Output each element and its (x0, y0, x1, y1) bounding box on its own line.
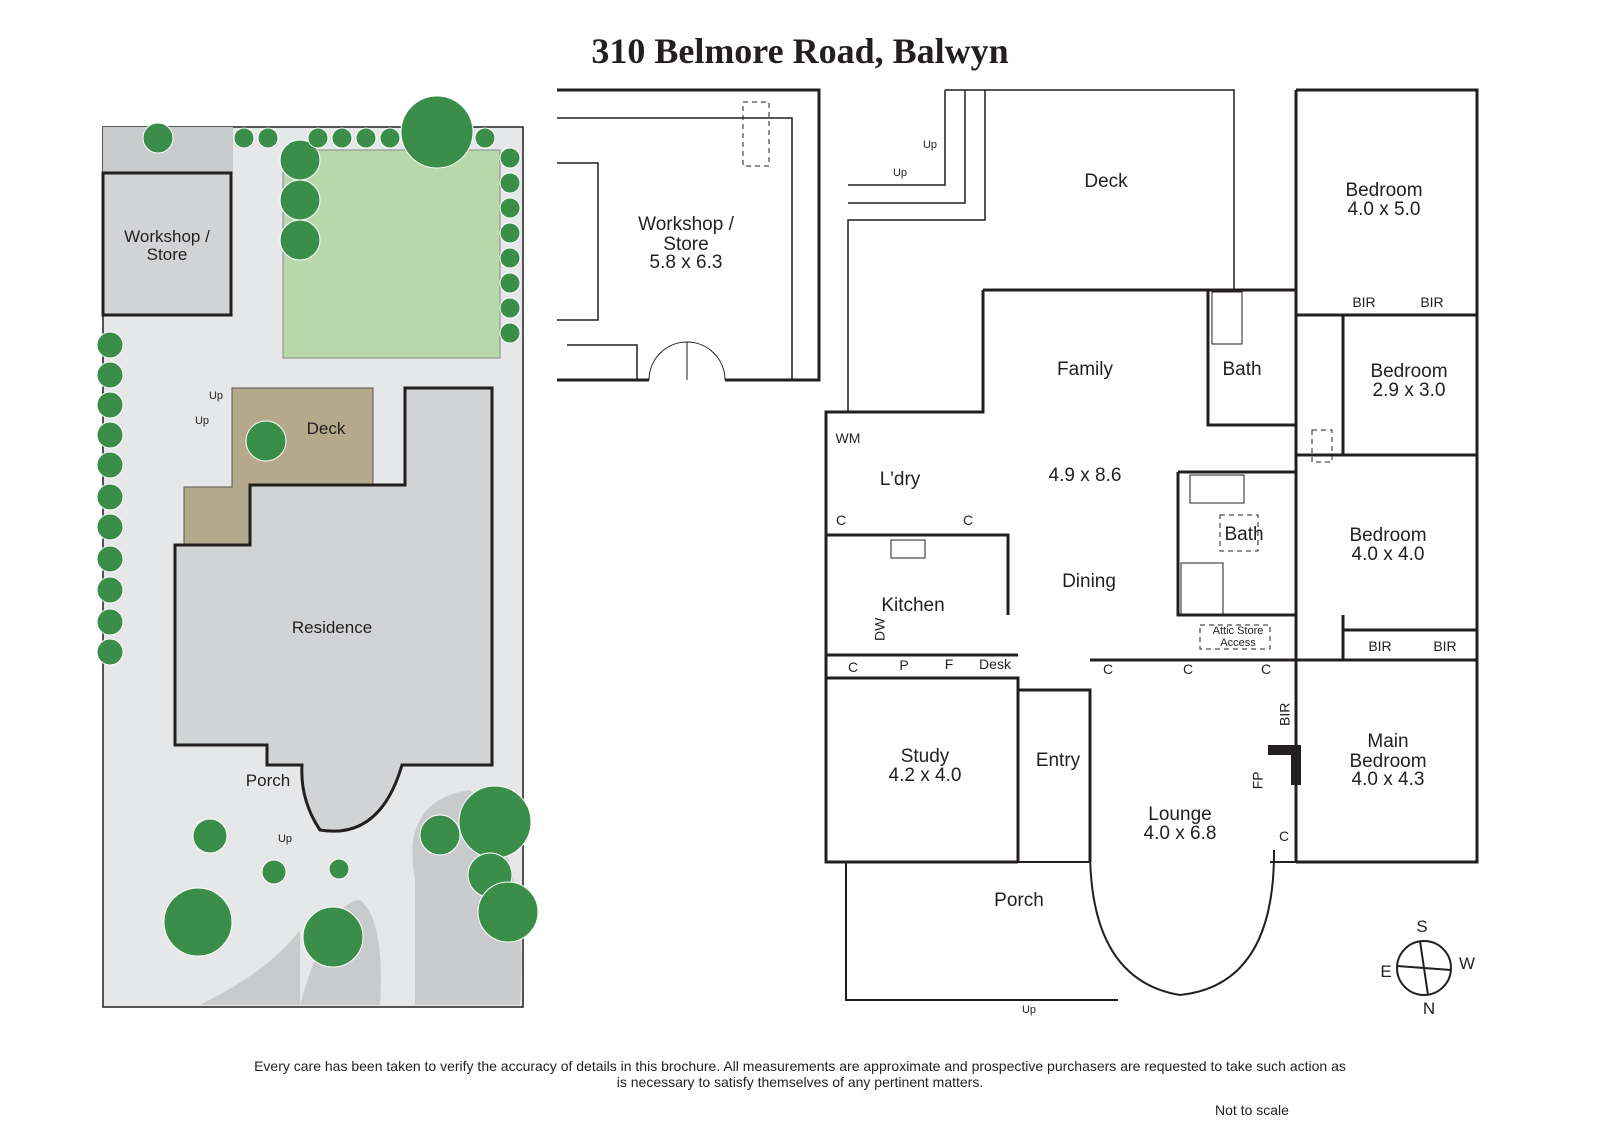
kitchen-label: Kitchen (881, 595, 945, 616)
site-deck-label: Deck (306, 419, 346, 438)
site-porch-label: Porch (245, 771, 291, 790)
wm-label: WM (835, 430, 861, 446)
lounge-size: 4.0 x 6.8 (1143, 823, 1217, 844)
cupboard-label: C (847, 659, 859, 675)
cupboard-label: C (1102, 661, 1114, 677)
bedroom-3-label: Bedroom (1349, 525, 1427, 546)
page-title: 310 Belmore Road, Balwyn (591, 31, 1009, 71)
up-label: Up (1021, 1004, 1037, 1016)
bath-label: Bath (1222, 359, 1262, 380)
deck-label: Deck (1084, 171, 1128, 192)
compass-west: W (1458, 954, 1476, 973)
trees (96, 95, 539, 968)
disclaimer-text: Every care has been taken to verify the … (254, 1058, 1346, 1090)
laundry-label: L'dry (879, 469, 921, 490)
cupboard-label: C (1182, 661, 1194, 677)
bedroom-2-size: 2.9 x 3.0 (1372, 380, 1446, 401)
house-plan (824, 88, 1479, 1001)
pantry-label: P (899, 657, 909, 673)
site-residence-label: Residence (291, 618, 373, 637)
site-up-label: Up (277, 833, 293, 845)
ensuite-bath-label: Bath (1224, 524, 1264, 545)
main-bedroom-size: 4.0 x 4.3 (1351, 769, 1425, 790)
compass-south: S (1416, 917, 1428, 936)
study-size: 4.2 x 4.0 (888, 765, 962, 786)
site-plan (96, 95, 539, 1008)
family-label: Family (1057, 359, 1113, 380)
site-workshop (101, 171, 233, 317)
cupboard-label: C (962, 512, 974, 528)
not-to-scale-note: Not to scale (1215, 1102, 1289, 1118)
bir-label: BIR (1420, 294, 1444, 310)
bir-label: BIR (1433, 638, 1457, 654)
fridge-label: F (944, 656, 954, 672)
site-workshop-label: Workshop / Store (124, 227, 210, 264)
bedroom-2-label: Bedroom (1370, 361, 1448, 382)
lawn (282, 149, 501, 359)
compass-east: E (1380, 962, 1392, 981)
site-up-label: Up (194, 415, 210, 427)
dining-label: Dining (1062, 571, 1116, 592)
cupboard-label: C (1278, 828, 1290, 844)
bir-label: BIR (1276, 702, 1293, 727)
bedroom-1-size: 4.0 x 5.0 (1347, 199, 1421, 220)
up-label: Up (922, 139, 938, 151)
lounge-label: Lounge (1148, 804, 1212, 825)
study-label: Study (900, 746, 950, 767)
site-residence (173, 386, 494, 833)
family-size: 4.9 x 8.6 (1048, 465, 1122, 486)
up-label: Up (892, 167, 908, 179)
main-bedroom-label: Main Bedroom (1349, 731, 1427, 772)
cupboard-label: C (835, 512, 847, 528)
compass-north: N (1422, 999, 1436, 1018)
workshop-plan (557, 88, 821, 382)
bedroom-1-label: Bedroom (1345, 180, 1423, 201)
bedroom-3-size: 4.0 x 4.0 (1351, 544, 1425, 565)
compass-icon (1396, 940, 1452, 996)
dw-label: DW (871, 617, 888, 642)
bir-label: BIR (1352, 294, 1376, 310)
site-up-label: Up (208, 390, 224, 402)
bir-label: BIR (1368, 638, 1392, 654)
workshop-size: 5.8 x 6.3 (649, 252, 723, 273)
cupboard-label: C (1260, 661, 1272, 677)
fireplace-label: FP (1249, 771, 1266, 790)
desk-label: Desk (979, 656, 1011, 672)
entry-label: Entry (1035, 750, 1081, 771)
attic-access-label: Attic Store Access (1212, 625, 1264, 649)
porch-label: Porch (994, 890, 1044, 911)
workshop-label: Workshop / Store (638, 214, 734, 255)
